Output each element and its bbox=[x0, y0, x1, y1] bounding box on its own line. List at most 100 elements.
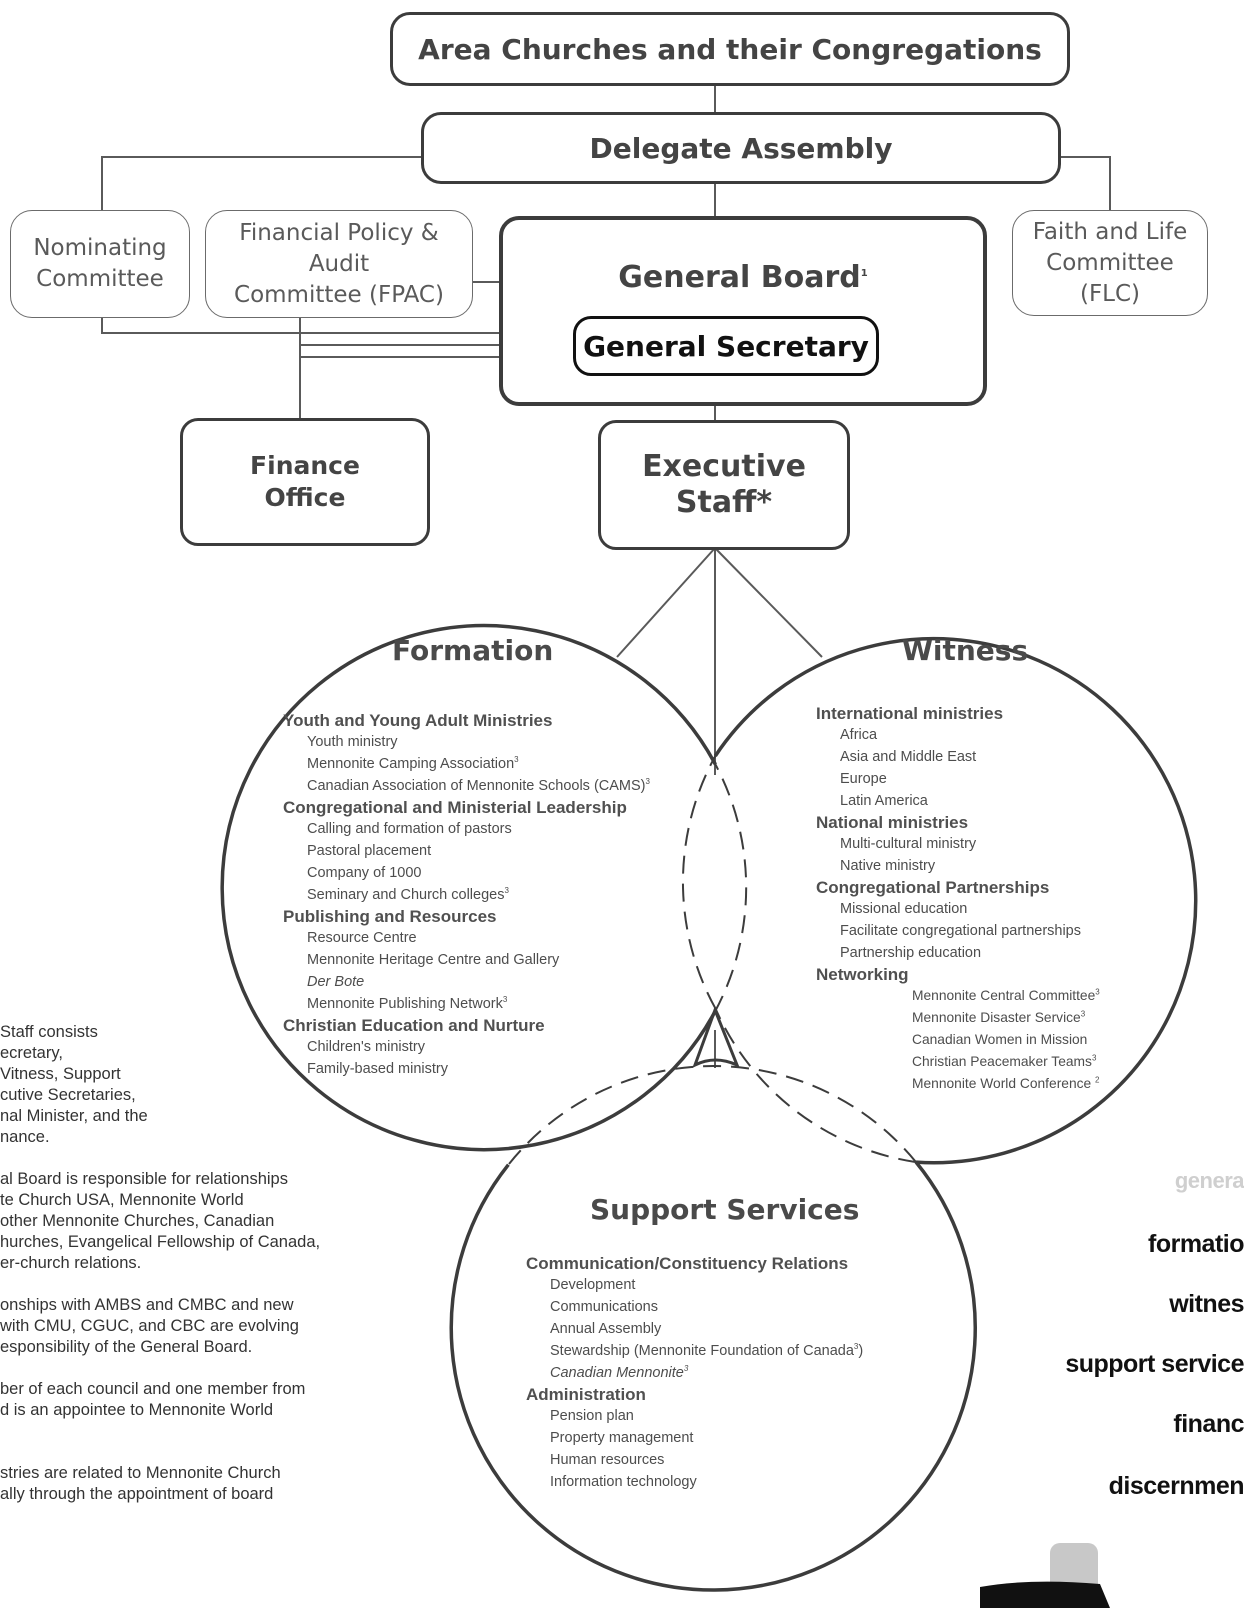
item-text: Mennonite Publishing Network bbox=[307, 996, 503, 1012]
item-text: Christian Peacemaker Teams bbox=[912, 1054, 1092, 1069]
delegate-assembly-label: Delegate Assembly bbox=[589, 131, 893, 165]
list-item: Resource Centre bbox=[283, 927, 650, 949]
section-heading: Congregational Partnerships bbox=[816, 877, 1100, 898]
witness-title: Witness bbox=[902, 634, 1029, 667]
list-item: Canadian Mennonite3 bbox=[526, 1362, 863, 1384]
item-text: Native ministry bbox=[840, 858, 936, 874]
item-text: Canadian Association of Mennonite School… bbox=[307, 778, 646, 794]
item-text: Canadian Women in Mission bbox=[912, 1032, 1088, 1047]
footnote-line: d is an appointee to Mennonite World bbox=[0, 1401, 274, 1419]
footnote-line: onships with AMBS and CMBC and new bbox=[0, 1296, 294, 1314]
list-item: Company of 1000 bbox=[283, 862, 650, 884]
area-churches-label: Area Churches and their Congregations bbox=[418, 32, 1042, 66]
list-item: Mennonite Camping Association3 bbox=[283, 753, 650, 775]
item-text: Multi-cultural ministry bbox=[840, 836, 977, 852]
item-text: Publishing and Resources bbox=[283, 907, 497, 926]
list-item: Mennonite Publishing Network3 bbox=[283, 993, 650, 1015]
connector-exec-formation bbox=[616, 547, 716, 658]
item-text: Seminary and Church colleges bbox=[307, 887, 505, 903]
side-label-witness: witnes bbox=[1169, 1290, 1244, 1318]
area-churches-box: Area Churches and their Congregations bbox=[390, 12, 1070, 86]
item-text: Resource Centre bbox=[307, 930, 417, 946]
formation-circle bbox=[220, 623, 717, 1152]
item-text: Latin America bbox=[840, 793, 928, 809]
list-item: Facilitate congregational partnerships bbox=[816, 920, 1100, 942]
finance-line-2: Office bbox=[264, 483, 346, 512]
fpac-line-2: Committee (FPAC) bbox=[234, 281, 444, 308]
list-item: Canadian Association of Mennonite School… bbox=[283, 775, 650, 797]
item-text: Asia and Middle East bbox=[840, 749, 977, 765]
item-text: Mennonite Camping Association bbox=[307, 756, 515, 772]
logo-black-block bbox=[980, 1581, 1110, 1608]
item-text: Der Bote bbox=[307, 974, 365, 990]
footnote-line: hurches, Evangelical Fellowship of Canad… bbox=[0, 1233, 321, 1251]
list-item: Mennonite Disaster Service3 bbox=[816, 1007, 1100, 1029]
footnote-line bbox=[0, 1274, 420, 1295]
list-item: Pastoral placement bbox=[283, 840, 650, 862]
footnote-line: ally through the appointment of board bbox=[0, 1485, 274, 1503]
connector-committee-bus bbox=[101, 318, 500, 334]
list-item: Property management bbox=[526, 1427, 863, 1449]
list-item: Information technology bbox=[526, 1471, 863, 1493]
footnote-line: cutive Secretaries, bbox=[0, 1086, 136, 1104]
section-heading: Communication/Constituency Relations bbox=[526, 1253, 863, 1274]
list-item: Mennonite Central Committee3 bbox=[816, 985, 1100, 1007]
section-heading: International ministries bbox=[816, 703, 1100, 724]
item-text: Development bbox=[550, 1277, 636, 1293]
section-heading: Congregational and Ministerial Leadershi… bbox=[283, 797, 650, 818]
delegate-assembly-box: Delegate Assembly bbox=[421, 112, 1061, 184]
list-item: Annual Assembly bbox=[526, 1318, 863, 1340]
connector-exec-witness bbox=[714, 547, 823, 658]
footnote-line: Vitness, Support bbox=[0, 1065, 121, 1083]
item-text: Administration bbox=[526, 1385, 646, 1404]
list-item: Children's ministry bbox=[283, 1036, 650, 1058]
item-text: Company of 1000 bbox=[307, 865, 422, 881]
list-item: Canadian Women in Mission bbox=[816, 1029, 1100, 1051]
item-text: Europe bbox=[840, 771, 887, 787]
item-text: Communications bbox=[550, 1299, 658, 1315]
footnote-line bbox=[0, 1148, 420, 1169]
side-label-finance: financ bbox=[1173, 1410, 1244, 1438]
flc-line-1: Faith and Life bbox=[1032, 218, 1188, 245]
footnote-line bbox=[0, 1442, 420, 1463]
item-text: Pastoral placement bbox=[307, 843, 432, 859]
item-text: Pension plan bbox=[550, 1408, 634, 1424]
section-heading: National ministries bbox=[816, 812, 1100, 833]
list-item: Native ministry bbox=[816, 855, 1100, 877]
section-heading: Christian Education and Nurture bbox=[283, 1015, 650, 1036]
side-label-support-services: support service bbox=[1065, 1350, 1244, 1378]
item-text: Congregational Partnerships bbox=[816, 878, 1050, 897]
item-text: Mennonite World Conference bbox=[912, 1076, 1096, 1091]
footnote-mark: 3 bbox=[514, 755, 519, 765]
general-board-label: General Board bbox=[618, 260, 861, 295]
finance-line-1: Finance bbox=[250, 451, 360, 480]
footnote-line: ber of each council and one member from bbox=[0, 1380, 306, 1398]
section-heading: Administration bbox=[526, 1384, 863, 1405]
item-text: Congregational and Ministerial Leadershi… bbox=[283, 798, 627, 817]
item-text: Partnership education bbox=[840, 945, 982, 961]
formation-circle-overlap bbox=[713, 763, 748, 1013]
item-text: Human resources bbox=[550, 1452, 665, 1468]
list-item: Pension plan bbox=[526, 1405, 863, 1427]
footnote-line bbox=[0, 1358, 420, 1379]
footnote-line: esponsibility of the General Board. bbox=[0, 1338, 253, 1356]
general-board-footnote-mark: 1 bbox=[860, 268, 868, 279]
footnote-mark: 3 bbox=[504, 886, 509, 896]
list-item: Missional education bbox=[816, 898, 1100, 920]
item-text: International ministries bbox=[816, 704, 1004, 723]
item-text: Canadian Mennonite bbox=[550, 1365, 684, 1381]
item-text: Family-based ministry bbox=[307, 1061, 448, 1077]
item-text: National ministries bbox=[816, 813, 969, 832]
footnote-mark: 3 bbox=[1091, 1053, 1097, 1063]
item-text: Annual Assembly bbox=[550, 1321, 662, 1337]
list-item: Africa bbox=[816, 724, 1100, 746]
list-item: Mennonite World Conference 2 bbox=[816, 1073, 1100, 1095]
item-text: Mennonite Disaster Service bbox=[912, 1010, 1081, 1025]
nominating-line-1: Nominating bbox=[33, 235, 167, 261]
footnote-mark: 3 bbox=[683, 1364, 689, 1374]
